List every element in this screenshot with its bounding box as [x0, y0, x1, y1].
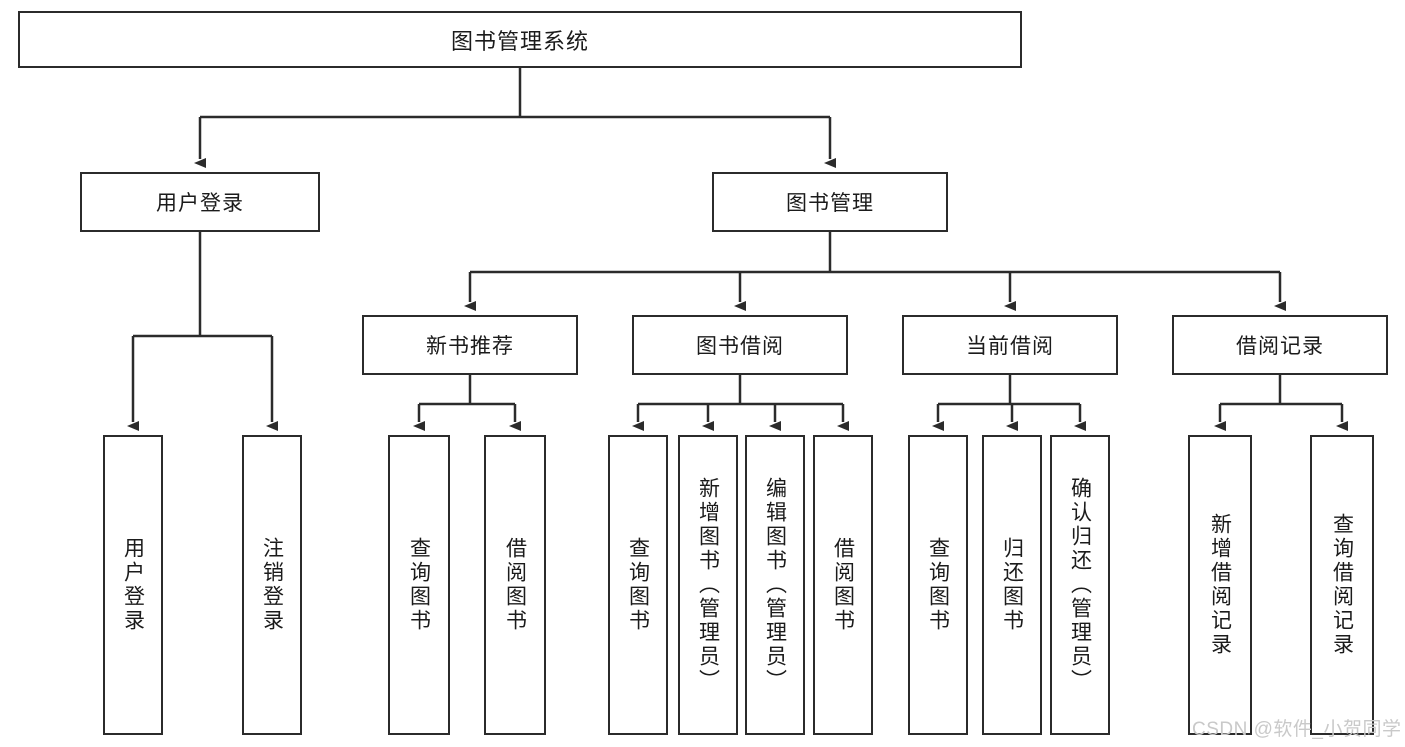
node-leaf-9[interactable]: 归还图书 [982, 435, 1042, 735]
node-label: 确认归还（管理员） [1068, 477, 1092, 693]
node-level1-0[interactable]: 用户登录 [80, 172, 320, 232]
node-label: 借阅记录 [1236, 335, 1324, 358]
node-leaf-2[interactable]: 查询图书 [388, 435, 450, 735]
node-leaf-4[interactable]: 查询图书 [608, 435, 668, 735]
node-root[interactable]: 图书管理系统 [18, 11, 1022, 68]
node-leaf-6[interactable]: 编辑图书（管理员） [745, 435, 805, 735]
node-label: 用户登录 [121, 537, 145, 633]
csdn-watermark: CSDN @软件_小贺同学 [1192, 719, 1402, 740]
node-leaf-11[interactable]: 新增借阅记录 [1188, 435, 1252, 735]
node-leaf-7[interactable]: 借阅图书 [813, 435, 873, 735]
node-label: 借阅图书 [831, 537, 855, 633]
node-label: 图书借阅 [696, 335, 784, 358]
node-label: 注销登录 [260, 537, 284, 633]
node-label: 归还图书 [1000, 537, 1024, 633]
node-level1-1[interactable]: 图书管理 [712, 172, 948, 232]
node-leaf-8[interactable]: 查询图书 [908, 435, 968, 735]
node-leaf-10[interactable]: 确认归还（管理员） [1050, 435, 1110, 735]
node-leaf-1[interactable]: 注销登录 [242, 435, 302, 735]
node-label: 编辑图书（管理员） [763, 477, 787, 693]
node-leaf-3[interactable]: 借阅图书 [484, 435, 546, 735]
node-label: 查询图书 [626, 537, 650, 633]
node-label: 查询图书 [407, 537, 431, 633]
node-label: 用户登录 [156, 192, 244, 215]
node-label: 新增借阅记录 [1208, 513, 1232, 657]
node-label: 新增图书（管理员） [696, 477, 720, 693]
node-leaf-12[interactable]: 查询借阅记录 [1310, 435, 1374, 735]
node-label: 新书推荐 [426, 335, 514, 358]
node-label: 查询借阅记录 [1330, 513, 1354, 657]
node-leaf-5[interactable]: 新增图书（管理员） [678, 435, 738, 735]
node-level2-2[interactable]: 当前借阅 [902, 315, 1118, 375]
node-label: 借阅图书 [503, 537, 527, 633]
node-leaf-0[interactable]: 用户登录 [103, 435, 163, 735]
node-label: 当前借阅 [966, 335, 1054, 358]
node-level2-3[interactable]: 借阅记录 [1172, 315, 1388, 375]
node-label: 查询图书 [926, 537, 950, 633]
node-label: 图书管理系统 [450, 28, 589, 54]
node-level2-0[interactable]: 新书推荐 [362, 315, 578, 375]
node-level2-1[interactable]: 图书借阅 [632, 315, 848, 375]
node-label: 图书管理 [786, 192, 874, 215]
